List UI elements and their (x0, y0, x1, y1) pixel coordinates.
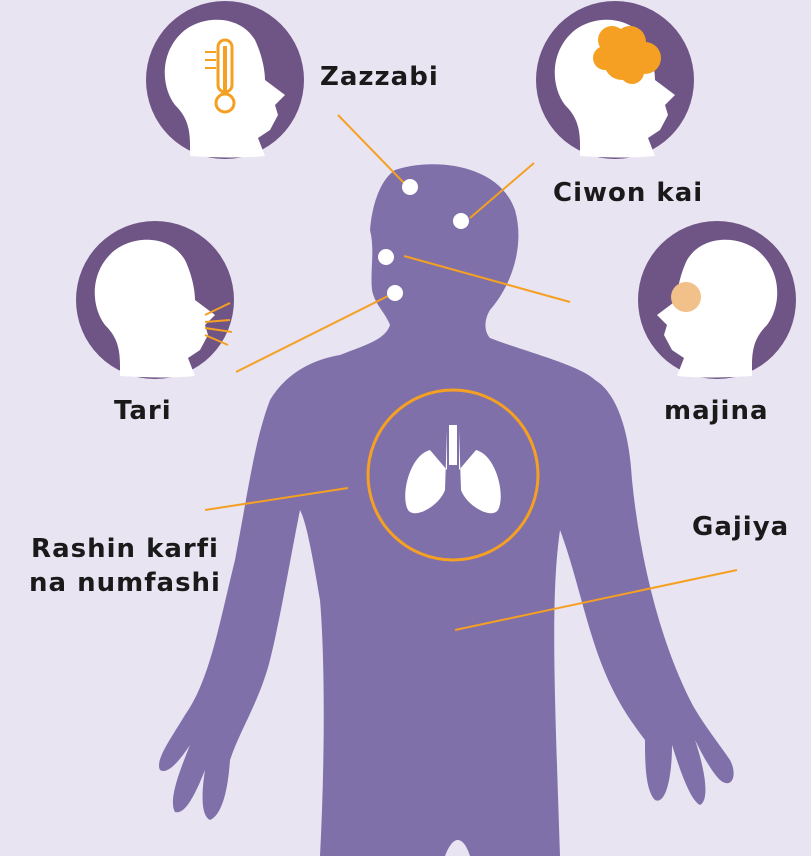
fever-head-circle (146, 1, 304, 159)
label-breathing: Rashin karfi na numfashi (6, 532, 244, 600)
label-fever: Zazzabi (320, 60, 439, 94)
label-fatigue: Gajiya (692, 510, 789, 544)
headache-head-circle (536, 1, 694, 159)
label-cough: Tari (114, 394, 172, 428)
throat-head-circle (638, 221, 796, 379)
throat-icon (671, 282, 701, 312)
cough-head-circle (76, 221, 234, 379)
label-breathing-line1: Rashin karfi (6, 532, 244, 566)
label-headache: Ciwon kai (553, 176, 703, 210)
label-sore-throat: majina (664, 394, 769, 428)
label-breathing-line2: na numfashi (6, 566, 244, 600)
